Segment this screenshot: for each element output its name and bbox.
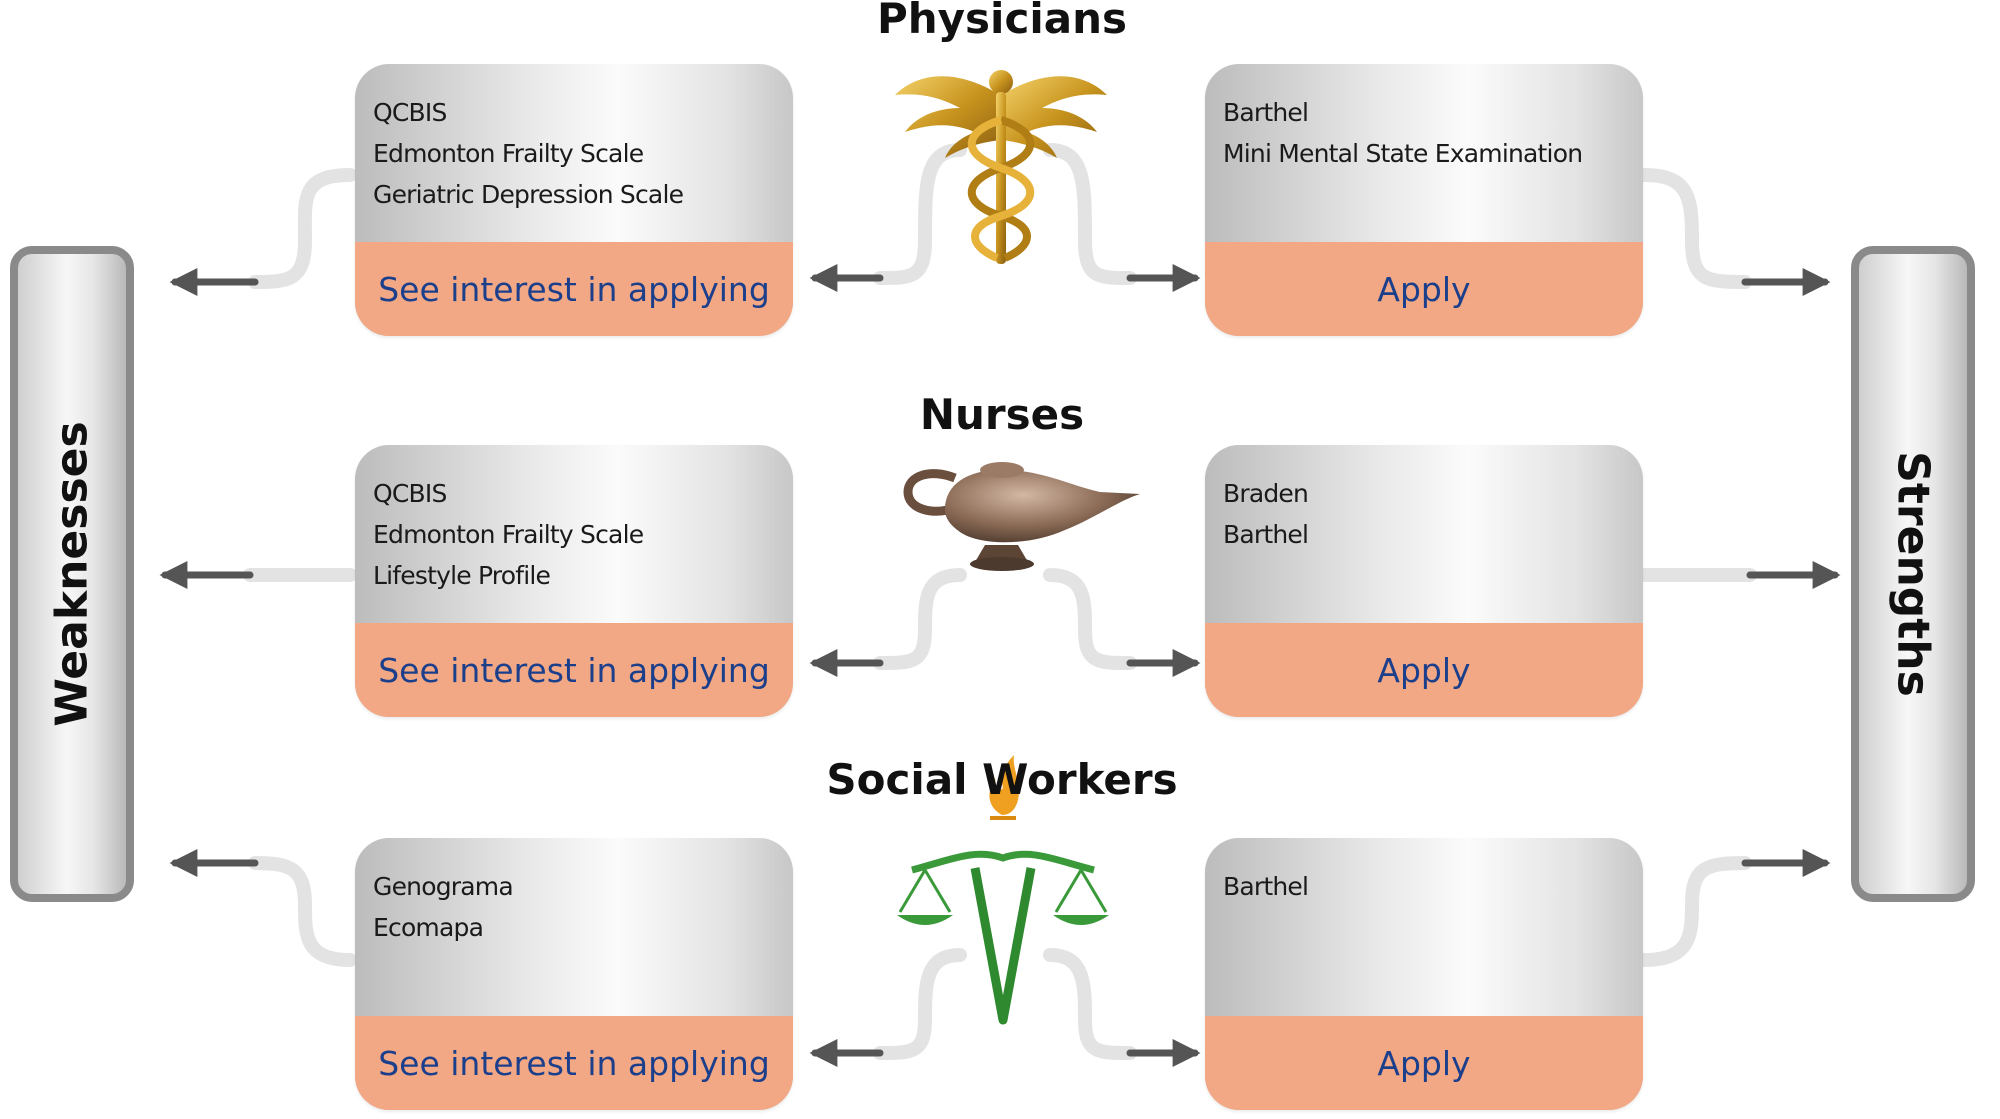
nurses-weakness-card: QCBIS Edmonton Frailty Scale Lifestyle P… <box>355 445 793 717</box>
card-item: Genograma <box>373 872 514 901</box>
connector-row1-center-right <box>1043 143 1137 285</box>
connector-row1-center-left <box>873 143 967 285</box>
connector-row1-left <box>248 168 357 289</box>
card-item: QCBIS <box>373 479 447 508</box>
card-footer-see-interest: See interest in applying <box>355 623 793 717</box>
card-item: Edmonton Frailty Scale <box>373 520 644 549</box>
card-item: Geriatric Depression Scale <box>373 180 684 209</box>
card-footer-apply: Apply <box>1205 242 1643 336</box>
physicians-weakness-card: QCBIS Edmonton Frailty Scale Geriatric D… <box>355 64 793 336</box>
connector-row3-center-right <box>1043 948 1137 1060</box>
card-item: Mini Mental State Examination <box>1223 139 1583 168</box>
card-item: Barthel <box>1223 520 1309 549</box>
weaknesses-label: Weaknesses <box>46 421 98 727</box>
card-item: Barthel <box>1223 98 1309 127</box>
caduceus-icon <box>895 70 1107 264</box>
card-item: QCBIS <box>373 98 447 127</box>
profession-title-nurses: Nurses <box>919 390 1085 439</box>
nurses-strength-card: Braden Barthel Apply <box>1205 445 1643 717</box>
card-footer-apply: Apply <box>1205 1016 1643 1110</box>
card-item: Braden <box>1223 479 1309 508</box>
connector-row2-center-left <box>873 568 967 670</box>
card-item: Lifestyle Profile <box>373 561 551 590</box>
card-item: Ecomapa <box>373 913 484 942</box>
connector-row3-right <box>1638 856 1752 967</box>
card-item: Edmonton Frailty Scale <box>373 139 644 168</box>
profession-title-social-workers: Social Workers <box>826 755 1178 804</box>
connector-row2-center-right <box>1043 568 1137 670</box>
profession-title-physicians: Physicians <box>877 0 1127 43</box>
strengths-panel: Strengths <box>1851 246 1975 902</box>
physicians-strength-card: Barthel Mini Mental State Examination Ap… <box>1205 64 1643 336</box>
weaknesses-panel: Weaknesses <box>10 246 134 902</box>
scales-of-justice-icon <box>897 755 1109 1025</box>
card-footer-apply: Apply <box>1205 623 1643 717</box>
connector-row3-center-left <box>873 948 967 1060</box>
connector-row1-right <box>1638 168 1752 289</box>
card-item: Barthel <box>1223 872 1309 901</box>
social-workers-weakness-card: Genograma Ecomapa See interest in applyi… <box>355 838 793 1110</box>
card-footer-see-interest: See interest in applying <box>355 242 793 336</box>
oil-lamp-icon <box>903 462 1140 571</box>
connector-row3-left <box>248 856 357 967</box>
card-footer-see-interest: See interest in applying <box>355 1016 793 1110</box>
strengths-label: Strengths <box>1887 451 1939 697</box>
social-workers-strength-card: Barthel Apply <box>1205 838 1643 1110</box>
